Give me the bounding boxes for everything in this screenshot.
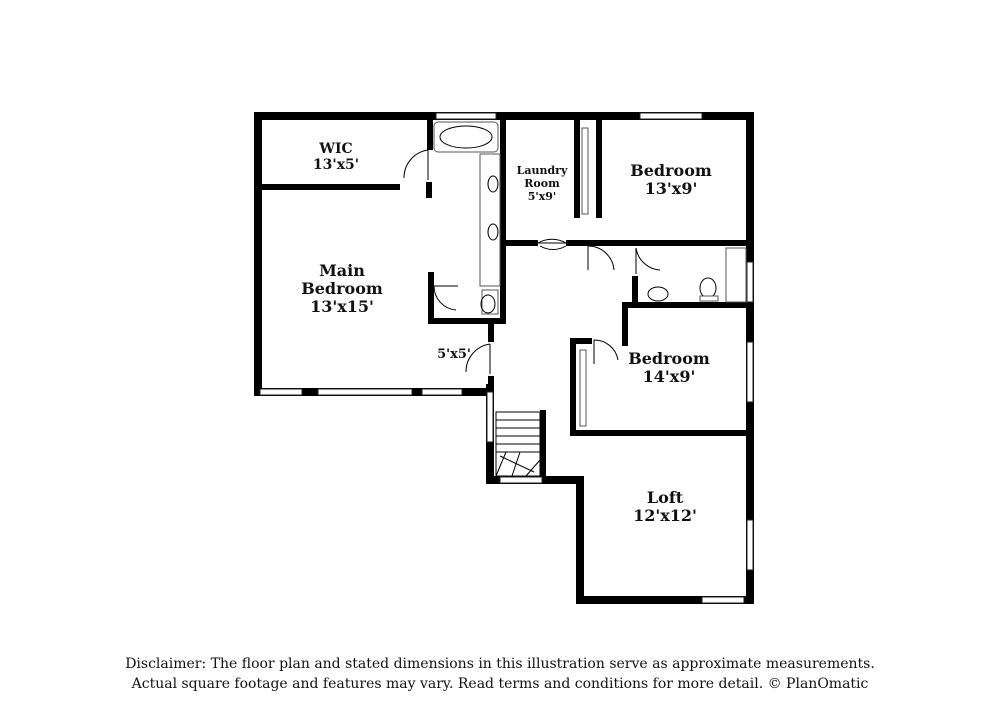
room-label-bedroom-top: Bedroom 13'x9' [630,161,712,198]
window [746,519,754,571]
sink-icon [647,286,669,302]
room-dimensions: 14'x9' [643,367,696,386]
toilet-icon [480,294,496,314]
room-name: WIC [318,141,352,157]
window [486,391,494,443]
room-dimensions: 12'x12' [633,506,697,525]
fixtures [433,121,747,315]
room-dimensions: 5'x9' [528,190,557,203]
toilet-icon [699,277,717,299]
window [259,388,303,396]
room-label-bedroom-middle: Bedroom 14'x9' [628,349,710,386]
room-dimensions: 5'x5' [437,347,471,362]
door-swing [465,343,491,374]
room-name: Room [524,177,560,190]
room-label-laundry: Laundry Room 5'x9' [517,164,568,203]
door-swing [537,238,567,244]
room-label-hall-closet: 5'x5' [437,347,471,362]
window [499,476,543,484]
window [317,388,413,396]
room-name: Laundry [517,164,568,177]
stairs [495,411,541,477]
vanity-icon [479,153,501,287]
room-dimensions: 13'x15' [310,297,374,316]
window [435,112,497,120]
door-swing [539,245,567,250]
door-swing [403,149,429,180]
room-name: Loft [647,488,684,507]
room-name: Bedroom [301,279,383,298]
room-label-main-bedroom: Main Bedroom 13'x15' [301,261,383,316]
room-name: Main [319,261,365,280]
window [421,388,463,396]
window [639,112,703,120]
windows [259,112,754,604]
door-swing [587,245,615,271]
room-label-loft: Loft 12'x12' [633,488,697,525]
window [746,261,754,303]
disclaimer-line-2: Actual square footage and features may v… [131,676,869,692]
room-label-wic: WIC 13'x5' [313,141,359,173]
room-name: Bedroom [628,349,710,368]
room-name: Bedroom [630,161,712,180]
window [746,341,754,403]
door-swing [433,285,458,311]
bathtub-icon [433,121,499,153]
interior-walls [254,118,750,480]
room-dimensions: 13'x9' [645,179,698,198]
door-swing [635,247,661,274]
doors [403,149,661,374]
window [701,596,745,604]
room-dimensions: 13'x5' [313,157,359,173]
disclaimer-line-1: Disclaimer: The floor plan and stated di… [125,656,875,672]
door-swing [593,339,619,364]
closet-doors [579,127,589,427]
bathtub-icon [725,247,747,303]
